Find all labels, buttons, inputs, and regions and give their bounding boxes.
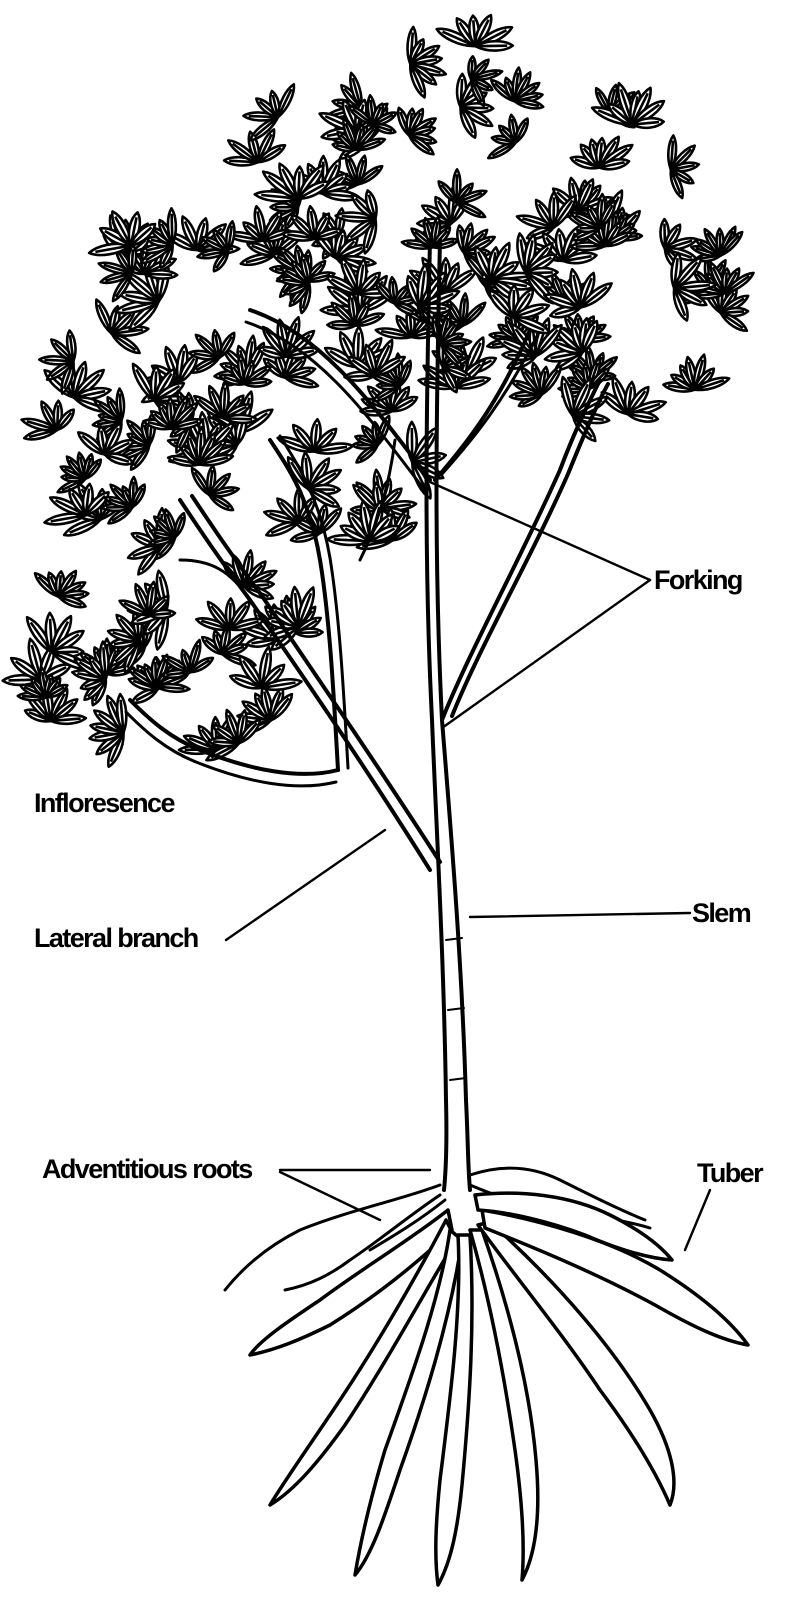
lower-stem-left-edge xyxy=(432,720,446,1190)
leaf-lobe xyxy=(156,683,190,693)
tuber-leader xyxy=(685,1190,710,1250)
label-stem: Slem xyxy=(692,900,750,927)
right-fork-branch-a xyxy=(442,380,600,720)
lateral-branch-b xyxy=(192,496,440,862)
label-adventitious-roots: Adventitious roots xyxy=(42,1156,252,1183)
foliage-canopy xyxy=(3,13,756,769)
tubers xyxy=(250,1193,748,1585)
label-tuber: Tuber xyxy=(697,1160,762,1187)
lateral-branch-a xyxy=(180,500,430,870)
forking-leader-upper xyxy=(430,482,650,580)
label-lateral-branch: Lateral branch xyxy=(34,925,198,952)
leaf-lobe xyxy=(475,41,513,51)
lower-stem xyxy=(432,720,470,1190)
lateral-branch-leader xyxy=(226,830,385,940)
leaf-lobe xyxy=(514,98,544,111)
adventitious-roots-leader-b xyxy=(280,1172,380,1220)
leaf-lobe xyxy=(295,628,322,637)
label-forking: Forking xyxy=(654,567,742,594)
stem-leader xyxy=(470,913,690,917)
label-inflorescence: Infloresence xyxy=(34,790,174,817)
